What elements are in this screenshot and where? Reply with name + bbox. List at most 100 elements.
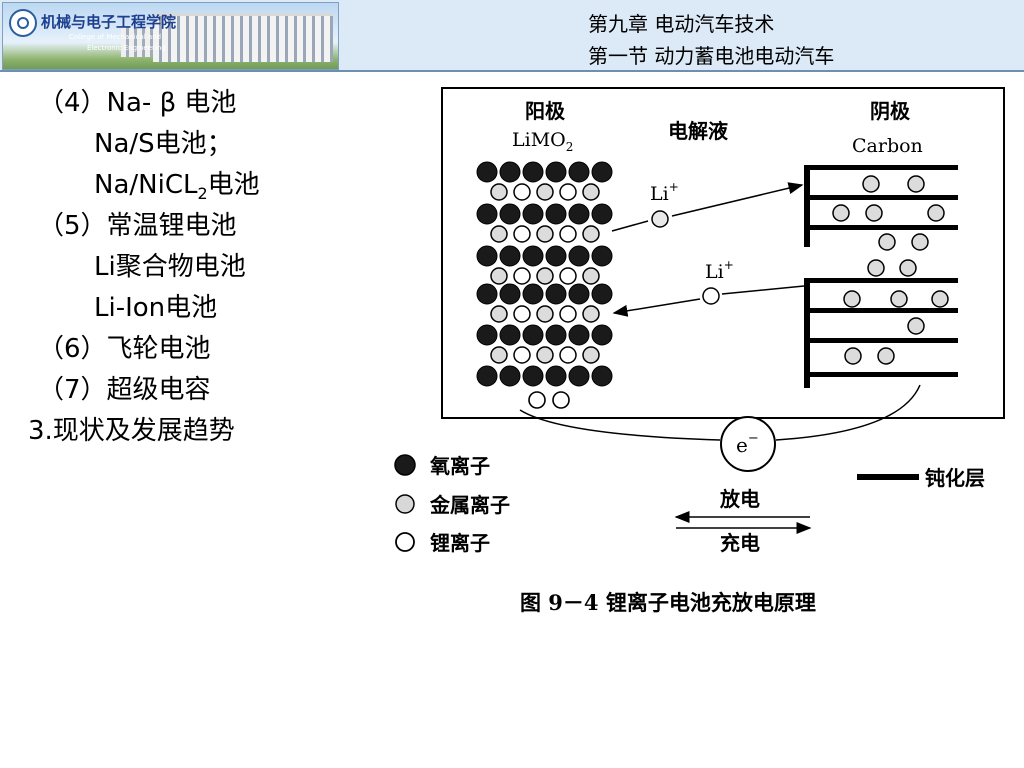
cathode-lithium-ion xyxy=(907,175,925,193)
list-item: Li聚合物电池 xyxy=(94,252,246,282)
cathode-lithium-ion xyxy=(843,290,861,308)
oxygen-ion xyxy=(476,324,498,346)
electron-symbol xyxy=(720,416,776,472)
oxygen-ion xyxy=(522,324,544,346)
oxygen-ion xyxy=(476,161,498,183)
metal-ion xyxy=(513,346,531,364)
metal-ion xyxy=(582,346,600,364)
list-item: Na/NiCL2电池 xyxy=(94,170,260,204)
oxygen-ion xyxy=(591,245,613,267)
metal-ion xyxy=(490,183,508,201)
cathode-lithium-ion xyxy=(907,317,925,335)
metal-ion xyxy=(536,267,554,285)
oxygen-ion xyxy=(591,203,613,225)
oxygen-ion xyxy=(545,161,567,183)
charge-label: 充电 xyxy=(720,531,760,555)
legend-metal-label: 金属离子 xyxy=(429,493,510,517)
oxygen-ion xyxy=(545,365,567,387)
oxygen-ion xyxy=(522,245,544,267)
li-ion-label-upper: Li+ xyxy=(650,180,679,205)
cathode-lithium-ions xyxy=(832,175,949,365)
anode-lattice xyxy=(476,161,613,409)
college-seal-icon xyxy=(9,9,37,37)
electrolyte-label: 电解液 xyxy=(668,119,729,143)
oxygen-ion xyxy=(476,365,498,387)
legend: 氧离子 金属离子 锂离子 钝化层 放电 充电 xyxy=(394,454,985,555)
oxygen-ion xyxy=(568,365,590,387)
oxygen-ion xyxy=(499,365,521,387)
metal-ion xyxy=(582,267,600,285)
oxygen-ion xyxy=(499,283,521,305)
list-item: （4）Na- β 电池 xyxy=(38,88,237,118)
cathode-lithium-ion xyxy=(832,204,850,222)
oxygen-ion xyxy=(568,161,590,183)
metal-ion xyxy=(582,305,600,323)
cathode-layers xyxy=(804,165,958,388)
lithium-ion xyxy=(552,391,570,409)
oxygen-ion xyxy=(568,203,590,225)
oxygen-ion xyxy=(476,283,498,305)
oxygen-ion xyxy=(522,283,544,305)
cell-outline xyxy=(441,87,1005,419)
oxygen-ion xyxy=(591,324,613,346)
oxygen-ion xyxy=(522,161,544,183)
oxygen-ion xyxy=(545,245,567,267)
legend-oxygen-label: 氧离子 xyxy=(429,454,490,478)
metal-ion xyxy=(536,183,554,201)
metal-ion xyxy=(559,225,577,243)
cathode-carbon-label: Carbon xyxy=(852,135,923,157)
legend-lithium-label: 锂离子 xyxy=(430,531,490,555)
li-ion-label-lower: Li+ xyxy=(705,258,734,283)
oxygen-ion xyxy=(476,245,498,267)
metal-ion xyxy=(536,305,554,323)
cathode-lithium-ion xyxy=(878,233,896,251)
anode-formula: LiMO2 xyxy=(512,129,573,154)
cathode-lithium-ion xyxy=(862,175,880,193)
ion-path-lower: Li+ xyxy=(612,258,805,317)
college-name-en-line2: Electronic Engineering xyxy=(87,44,166,52)
cathode-lithium-ion xyxy=(927,204,945,222)
oxygen-ion xyxy=(499,324,521,346)
cathode-lithium-ion xyxy=(865,204,883,222)
figure-caption: 图 9－4 锂离子电池充放电原理 xyxy=(520,590,816,615)
metal-ion xyxy=(536,346,554,364)
oxygen-ion xyxy=(545,283,567,305)
metal-ion xyxy=(582,225,600,243)
metal-ion xyxy=(559,183,577,201)
legend-passivation-marker xyxy=(857,474,919,480)
legend-passivation-label: 钝化层 xyxy=(925,466,985,490)
anode-label: 阳极 xyxy=(525,99,566,123)
oxygen-ion xyxy=(499,203,521,225)
metal-ion xyxy=(490,346,508,364)
section-title: 第一节 动力蓄电池电动汽车 xyxy=(588,44,835,68)
oxygen-ion xyxy=(499,161,521,183)
cathode-lithium-ion xyxy=(899,259,917,277)
metal-ion xyxy=(490,267,508,285)
ion-path-upper: Li+ xyxy=(611,180,804,232)
electron-label: e− xyxy=(736,431,759,457)
metal-ion xyxy=(559,305,577,323)
cathode-lithium-ion xyxy=(877,347,895,365)
oxygen-ion xyxy=(591,283,613,305)
cathode-lithium-ion xyxy=(867,259,885,277)
discharge-label: 放电 xyxy=(719,487,760,511)
cathode-lithium-ion xyxy=(931,290,949,308)
oxygen-ion xyxy=(568,324,590,346)
oxygen-ion xyxy=(522,203,544,225)
list-item: Na/S电池； xyxy=(94,129,233,159)
metal-ion xyxy=(513,183,531,201)
college-name-en-line1: College of Mechanical and xyxy=(69,33,162,41)
list-item: （5）常温锂电池 xyxy=(38,211,237,241)
metal-ion xyxy=(513,225,531,243)
main-building-image xyxy=(153,13,333,62)
oxygen-ion xyxy=(545,203,567,225)
college-banner: 机械与电子工程学院 College of Mechanical and Elec… xyxy=(2,2,339,70)
oxygen-ion xyxy=(522,365,544,387)
metal-ion xyxy=(536,225,554,243)
li-ion-battery-diagram: 阳极 LiMO2 电解液 阴极 Carbon Li+ Li+ e− 氧离子 xyxy=(394,87,1005,615)
metal-ion xyxy=(490,225,508,243)
metal-ion xyxy=(513,267,531,285)
cathode-lithium-ion xyxy=(911,233,929,251)
oxygen-ion xyxy=(591,161,613,183)
metal-ion xyxy=(559,267,577,285)
